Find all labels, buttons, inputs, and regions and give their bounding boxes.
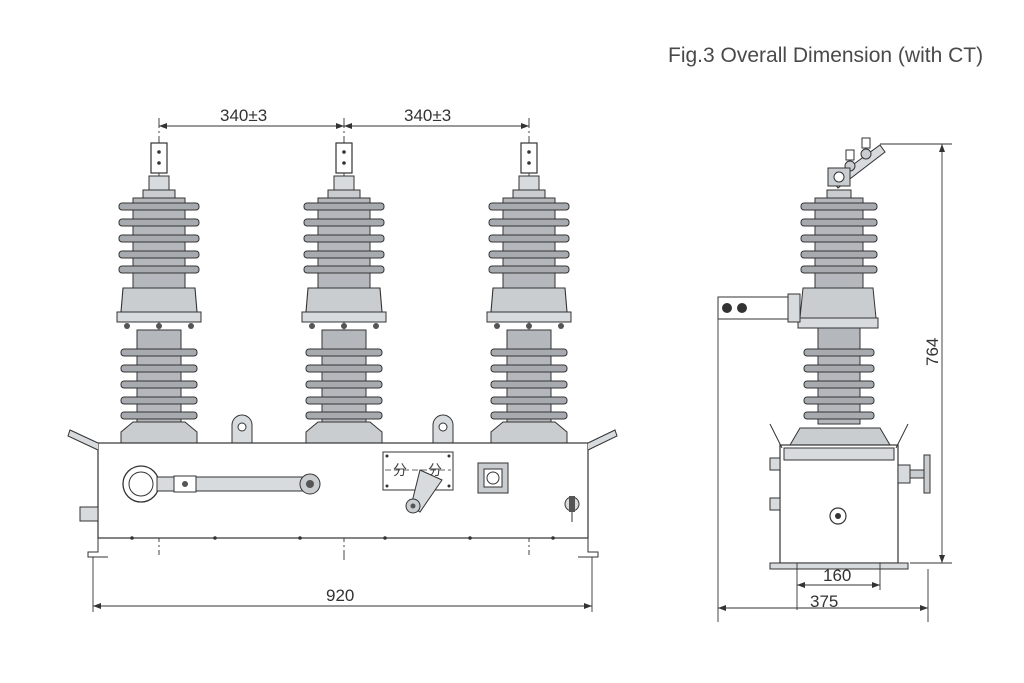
figure-title: Fig.3 Overall Dimension (with CT) bbox=[668, 44, 984, 67]
manual-knob bbox=[564, 496, 580, 522]
position-indicator: 分 分 bbox=[382, 451, 454, 514]
side-top-terminals bbox=[827, 137, 886, 189]
lifting-eye-left bbox=[231, 414, 253, 443]
dim-side-base-inner: 160 bbox=[823, 566, 851, 585]
dim-overall-width: 920 bbox=[326, 586, 354, 605]
dim-side-base-outer: 375 bbox=[810, 592, 838, 611]
front-view: 分 分 340±3 340±3 bbox=[67, 106, 618, 612]
pole-right bbox=[486, 142, 572, 444]
indicator-char-left: 分 bbox=[393, 463, 407, 479]
pole-left bbox=[116, 142, 202, 444]
side-view: 764 160 375 bbox=[717, 137, 952, 622]
dim-side-height: 764 bbox=[923, 338, 942, 366]
dim-pole-spacing-right: 340±3 bbox=[404, 106, 451, 125]
operating-handle bbox=[122, 465, 321, 503]
dim-pole-spacing-left: 340±3 bbox=[220, 106, 267, 125]
ground-terminal bbox=[79, 506, 99, 522]
counter-window bbox=[477, 462, 509, 494]
lifting-eye-right bbox=[432, 414, 454, 443]
pole-middle bbox=[301, 142, 387, 444]
